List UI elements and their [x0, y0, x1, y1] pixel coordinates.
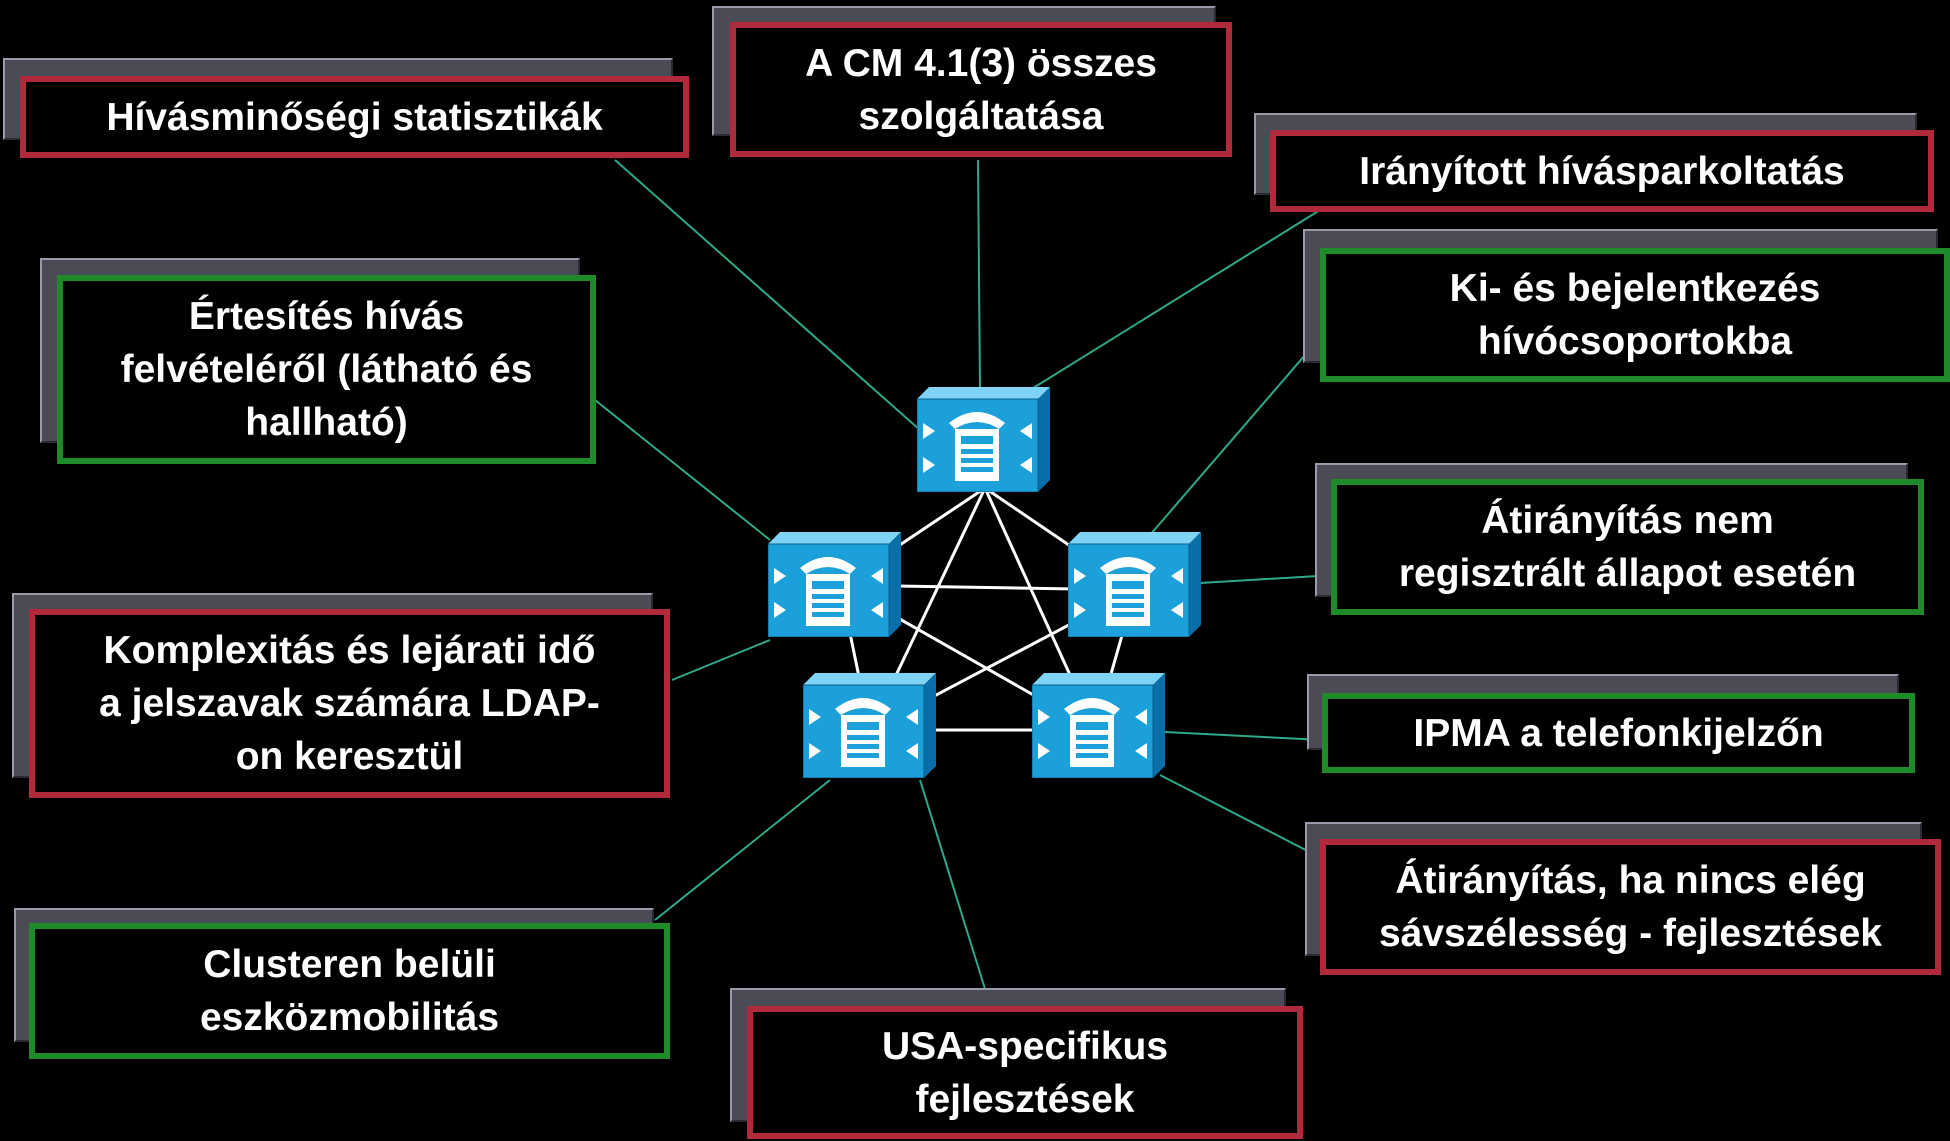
feature-label: Átirányítás, ha nincs elég sávszélesség …	[1378, 859, 1882, 955]
link-redirect-bandwidth	[1159, 774, 1326, 861]
feature-hunt-group-login: Ki- és bejelentkezés hívócsoportokba	[1320, 248, 1950, 382]
feature-label: Ki- és bejelentkezés hívócsoportokba	[1449, 267, 1821, 363]
link-redirect-unregistered	[1199, 574, 1336, 584]
feature-label: Hívásminőségi statisztikák	[106, 95, 603, 139]
call-manager-icon	[768, 532, 901, 637]
feature-ipma-display: IPMA a telefonkijelzőn	[1322, 693, 1915, 773]
call-manager-icon	[803, 673, 936, 778]
feature-label: A CM 4.1(3) összes szolgáltatása	[805, 41, 1157, 138]
link-call-quality	[614, 159, 921, 431]
feature-redirect-bandwidth: Átirányítás, ha nincs elég sávszélesség …	[1320, 839, 1941, 975]
feature-redirect-unregistered: Átirányítás nem regisztrált állapot eset…	[1331, 479, 1924, 615]
link-ipma	[1164, 731, 1324, 741]
feature-directed-call-park: Irányított hívásparkoltatás	[1270, 130, 1934, 212]
feature-call-pickup-notification: Értesítés hívás felvételéről (látható és…	[57, 275, 596, 464]
feature-label: USA-specifikus fejlesztések	[881, 1024, 1169, 1121]
feature-usa-specific: USA-specifikus fejlesztések	[747, 1006, 1303, 1139]
feature-label: Clusteren belüli eszközmobilitás	[199, 943, 500, 1039]
feature-call-quality-stats: Hívásminőségi statisztikák	[20, 76, 689, 158]
call-manager-icon	[1068, 532, 1201, 637]
call-manager-icon	[1032, 673, 1165, 778]
link-device-mobility	[654, 779, 831, 921]
link-usa-specific	[919, 779, 991, 1006]
feature-device-mobility: Clusteren belüli eszközmobilitás	[29, 923, 670, 1059]
feature-label: Értesítés hívás felvételéről (látható és…	[120, 295, 533, 444]
feature-label: Irányított hívásparkoltatás	[1359, 149, 1845, 193]
link-all-services	[977, 159, 981, 391]
feature-all-cm-services: A CM 4.1(3) összes szolgáltatása	[730, 22, 1232, 157]
link-directed-park	[1029, 209, 1321, 391]
feature-ldap-password-policy: Komplexitás és lejárati idő a jelszavak …	[29, 609, 670, 798]
feature-label: IPMA a telefonkijelzőn	[1413, 711, 1824, 755]
link-notification	[594, 399, 771, 541]
feature-label: Átirányítás nem regisztrált állapot eset…	[1398, 499, 1857, 595]
feature-label: Komplexitás és lejárati idő a jelszavak …	[99, 629, 600, 778]
link-ldap	[671, 639, 771, 681]
link-login-hunt	[1149, 339, 1319, 536]
call-manager-icon	[917, 387, 1050, 492]
